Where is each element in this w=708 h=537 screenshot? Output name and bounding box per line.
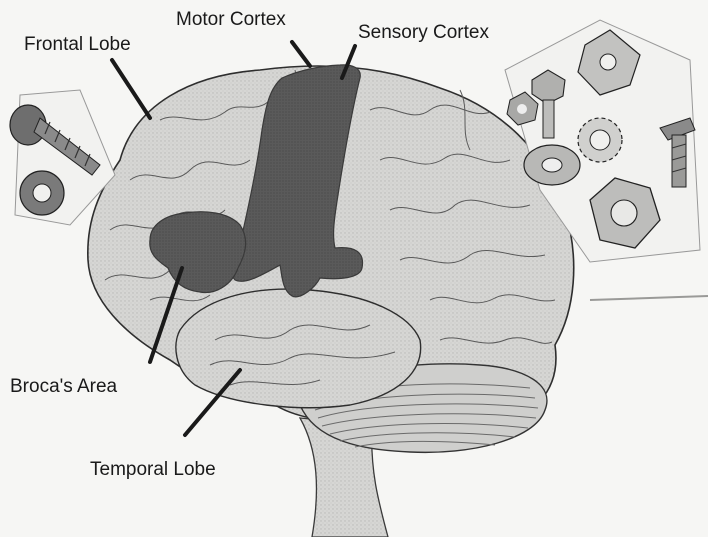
temporal-lobe-outline [176, 289, 421, 408]
label-frontal-lobe: Frontal Lobe [24, 34, 131, 55]
label-sensory-cortex: Sensory Cortex [358, 22, 489, 43]
toothed-washer-icon [578, 118, 622, 162]
label-brocas-area: Broca's Area [10, 376, 118, 397]
label-motor-cortex: Motor Cortex [176, 9, 286, 30]
label-temporal-lobe: Temporal Lobe [90, 459, 216, 480]
flat-washer-icon [524, 145, 580, 185]
lock-washer-icon [20, 171, 64, 215]
